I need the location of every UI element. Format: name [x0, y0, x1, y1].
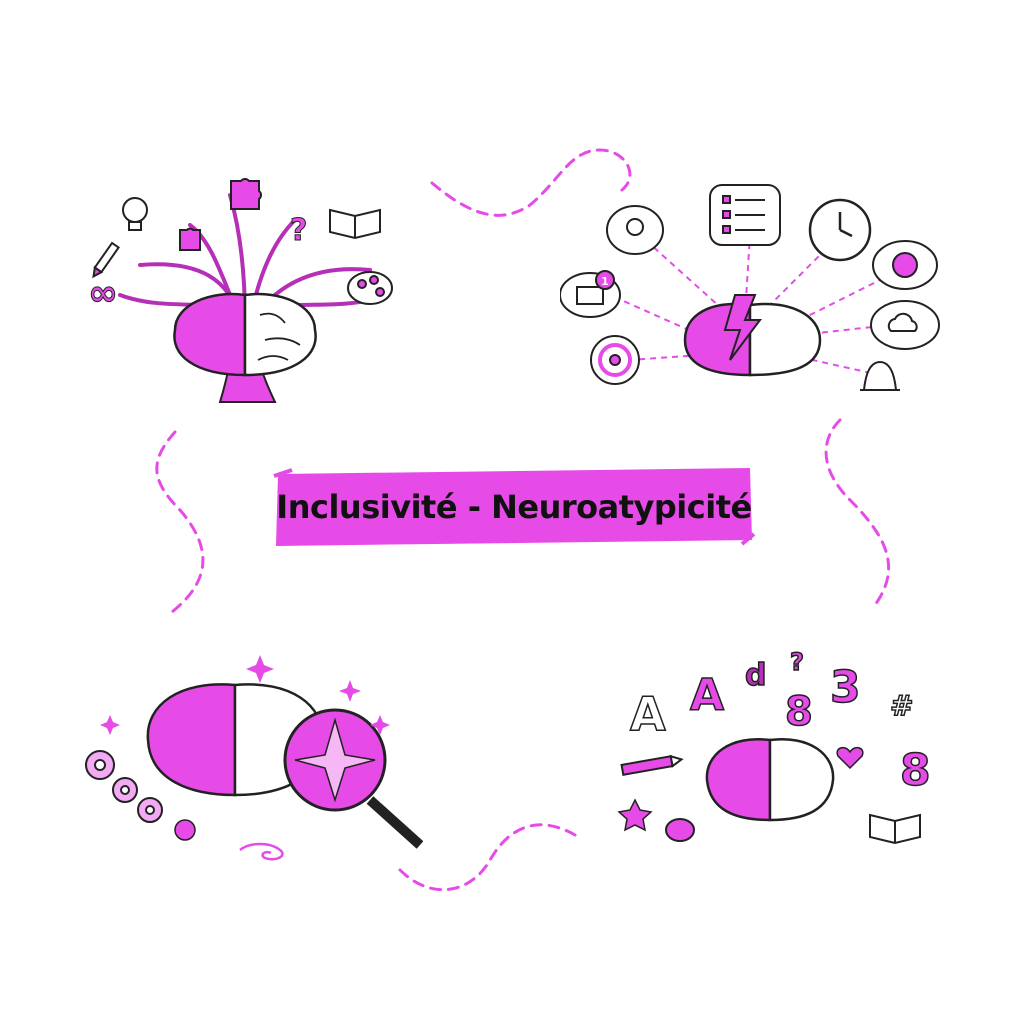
mail-icon [560, 270, 621, 318]
bell-icon [860, 360, 900, 391]
puzzle-icon [179, 227, 201, 251]
alert-bubble-icon [872, 240, 938, 290]
page-title: Inclusivité - Neuroatypicité [276, 488, 752, 526]
spiral-icon [239, 842, 284, 861]
question-icon: ? [290, 213, 307, 248]
sparkle-icon [100, 655, 390, 735]
mail-badge: 1 [601, 275, 609, 288]
target-icon [590, 335, 640, 385]
palette-icon [347, 271, 393, 305]
checklist-bubble-icon [709, 184, 781, 246]
brain-left-half [173, 292, 247, 377]
connector-bottom [398, 823, 577, 892]
letter-d: d [745, 658, 766, 693]
magnifier-icon [283, 708, 424, 849]
lightning-icon [723, 294, 762, 361]
question-mark: ? [790, 648, 804, 676]
gear-icon [85, 750, 115, 780]
book-icon [329, 208, 381, 240]
number-3: 3 [830, 662, 861, 713]
connector-top [430, 148, 632, 217]
title-banner: Inclusivité - Neuroatypicité [272, 464, 756, 550]
lightbulb-icon [122, 197, 148, 231]
brain [683, 302, 822, 377]
symbols-brain-illustration: A A d 8 3 8 # ? [617, 647, 931, 845]
letter-a-pink: A [690, 670, 724, 721]
brain [173, 292, 317, 377]
banner-brush-stroke [273, 468, 756, 546]
star-icon [617, 798, 653, 832]
tree-brain-illustration: ? ∞ [88, 178, 393, 403]
zero-shape [665, 818, 695, 842]
overload-brain-illustration: 1 [560, 184, 940, 391]
pencil-icon [620, 754, 684, 776]
orb [174, 819, 196, 841]
connector-right [824, 418, 891, 607]
lightbulb-bubble-icon [606, 205, 664, 255]
gear-icon [112, 777, 138, 803]
heart-icon [836, 746, 864, 770]
brain [705, 737, 835, 822]
letter-a-outline: A [630, 687, 666, 741]
gear-icon [137, 797, 163, 823]
number-8-top: 8 [785, 689, 813, 735]
pencil-icon [92, 241, 120, 279]
clock-icon [808, 198, 872, 262]
connector-left [155, 430, 205, 617]
number-8-right: 8 [900, 745, 931, 796]
infinity-icon: ∞ [88, 273, 118, 314]
hash-symbol: # [890, 689, 913, 722]
magnifier-brain-illustration [85, 655, 424, 861]
puzzle-icon [230, 178, 262, 210]
cloud-bubble-icon [870, 300, 940, 350]
book-icon [869, 813, 921, 845]
